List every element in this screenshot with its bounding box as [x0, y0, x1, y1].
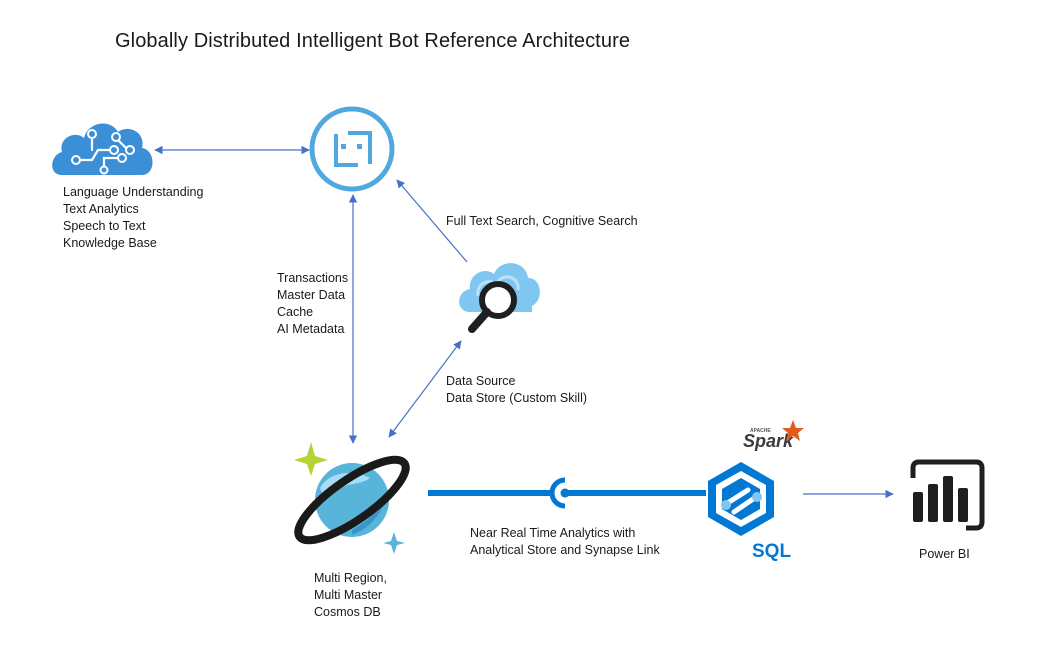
bot-service-icon	[309, 106, 395, 192]
cosmos-db-label: Multi Region, Multi Master Cosmos DB	[314, 571, 387, 619]
power-bi-icon	[910, 459, 985, 531]
cloud-search-icon	[459, 263, 540, 333]
synapse-link-edge-label: Near Real Time Analytics with Analytical…	[470, 526, 660, 557]
svg-text:Spark: Spark	[743, 431, 794, 451]
spark-star-icon	[782, 420, 804, 441]
svg-text:SQL: SQL	[752, 541, 791, 562]
synapse-sql-icon: APACHE Spark SQL	[708, 420, 804, 562]
search-bot-edge-label: Full Text Search, Cognitive Search	[446, 214, 638, 228]
brain-cloud-icon	[52, 123, 153, 175]
diagram-title: Globally Distributed Intelligent Bot Ref…	[115, 30, 631, 52]
power-bi-label: Power BI	[919, 547, 970, 561]
cosmos-db-icon	[294, 442, 410, 554]
edge-cosmos-search	[388, 340, 462, 438]
spark-logo: APACHE Spark	[743, 420, 804, 451]
edge-search-bot	[396, 179, 468, 263]
cognitive-services-label: Language Understanding Text Analytics Sp…	[63, 185, 204, 250]
sparkle-green-icon	[294, 442, 328, 476]
sparkle-blue-icon	[383, 532, 405, 554]
synapse-link-connector	[428, 477, 706, 509]
bot-cosmos-edge-label: Transactions Master Data Cache AI Metada…	[277, 271, 349, 336]
cosmos-search-edge-label: Data Source Data Store (Custom Skill)	[446, 374, 588, 405]
svg-text:APACHE: APACHE	[750, 428, 771, 434]
